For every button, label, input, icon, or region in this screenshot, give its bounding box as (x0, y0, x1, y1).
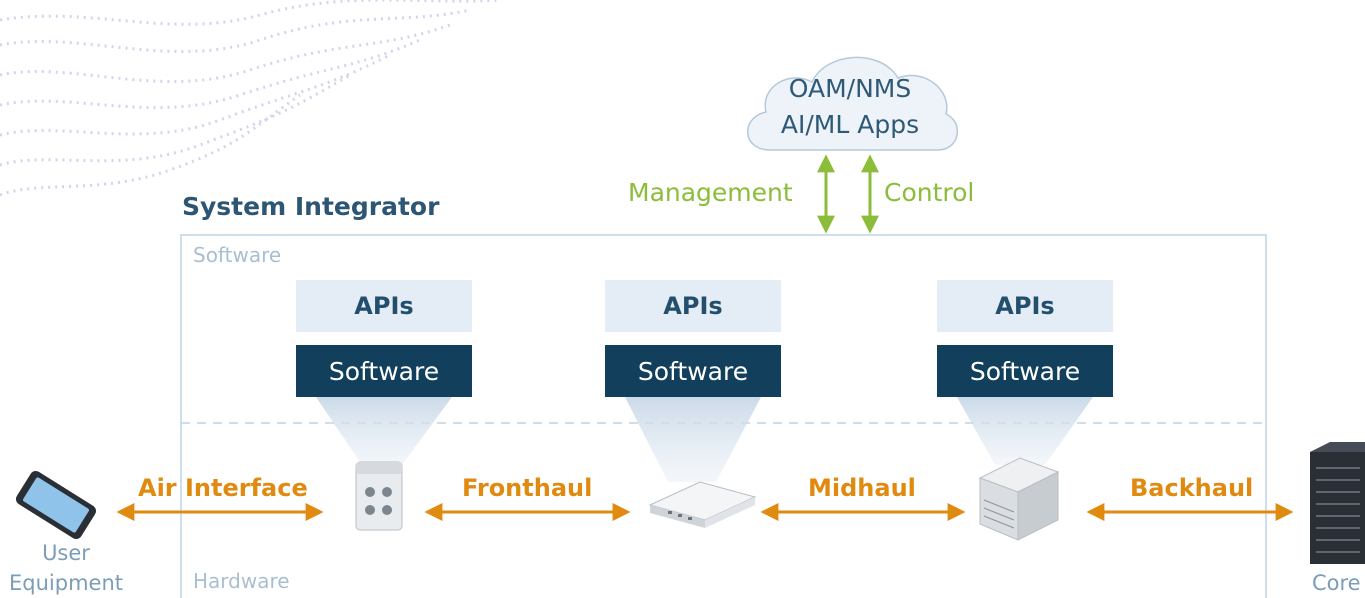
beam-1 (316, 397, 452, 465)
api-box-2: APIs (605, 280, 781, 332)
control-label: Control (884, 178, 975, 207)
system-integrator-title: System Integrator (182, 192, 440, 221)
user-equipment-label-line1: User (42, 541, 90, 565)
api-box-3: APIs (937, 280, 1113, 332)
hardware-zone-label: Hardware (193, 569, 290, 593)
midhaul-label: Midhaul (808, 474, 916, 502)
fronthaul-label: Fronthaul (462, 474, 593, 502)
cloud-label-oam-nms: OAM/NMS (788, 74, 912, 103)
cloud-shape (747, 56, 959, 151)
core-server-rack-icon (1310, 442, 1365, 564)
management-label: Management (628, 178, 793, 207)
air-interface-label: Air Interface (138, 474, 308, 502)
central-unit-icon (978, 457, 1060, 541)
beam-2 (625, 397, 761, 482)
radio-unit-icon (355, 461, 403, 531)
system-integrator-box (180, 234, 1267, 598)
distributed-unit-icon (648, 481, 757, 528)
smartphone-icon (15, 471, 97, 539)
software-box-2: Software (605, 345, 781, 397)
software-zone-label: Software (193, 243, 282, 267)
api-box-1: APIs (296, 280, 472, 332)
software-box-3: Software (937, 345, 1113, 397)
core-label: Core (1312, 571, 1361, 595)
beam-3 (957, 397, 1093, 465)
user-equipment-label-line2: Equipment (9, 571, 123, 595)
cloud-label-ai-ml-apps: AI/ML Apps (780, 110, 920, 139)
backhaul-label: Backhaul (1130, 474, 1254, 502)
decorative-wave-pattern (0, 0, 501, 197)
software-box-1: Software (296, 345, 472, 397)
